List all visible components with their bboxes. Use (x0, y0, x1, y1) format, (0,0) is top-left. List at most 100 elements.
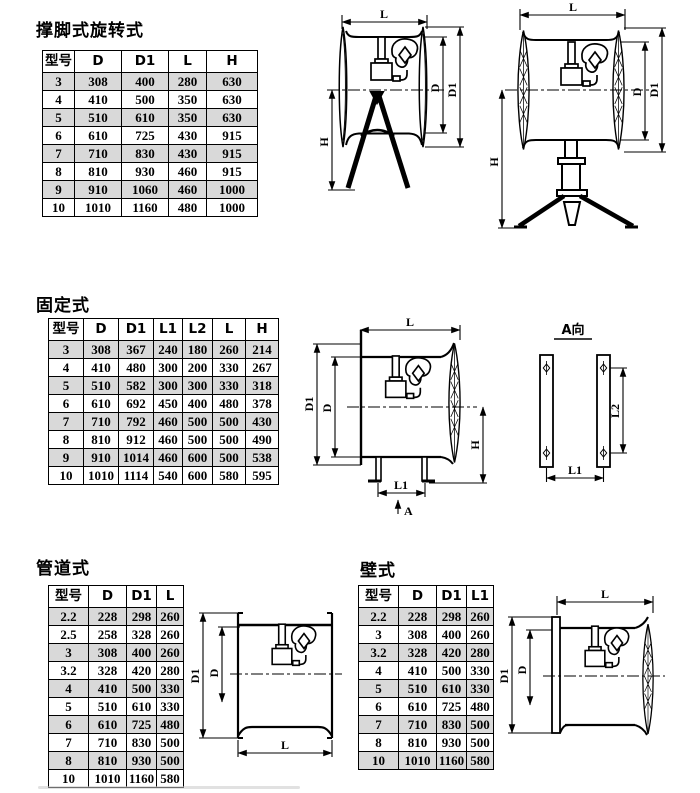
table-cell: 350 (168, 90, 207, 109)
table-cell: 500 (436, 661, 467, 680)
table-cell: 330 (466, 661, 494, 680)
table-cell: 400 (436, 625, 467, 644)
dimension-lines (498, 9, 666, 229)
table-cell: 500 (182, 430, 213, 449)
table-cell: 725 (126, 715, 157, 734)
table-cell: 330 (156, 679, 184, 698)
table-cell: 480 (118, 358, 154, 377)
table-cell: 480 (156, 715, 184, 734)
table-cell: 328 (126, 625, 157, 644)
table-cell: 1000 (206, 198, 258, 217)
dim-label-L1: L1 (568, 463, 582, 477)
table-cell: 308 (398, 625, 437, 644)
dimension-lines (313, 325, 487, 514)
dim-label-H: H (487, 157, 501, 167)
table-cell: 2.2 (48, 607, 89, 626)
table-cell: 5 (48, 376, 84, 395)
column-header: D (74, 50, 122, 73)
table-cell: 915 (206, 126, 258, 145)
table-cell: 500 (466, 715, 494, 734)
mounting-bars (539, 354, 611, 468)
table-cell: 480 (212, 394, 246, 413)
column-header: 型号 (42, 50, 75, 73)
table-cell: 8 (48, 430, 84, 449)
table-cell: 258 (88, 625, 127, 644)
table-cell: 1010 (398, 751, 437, 770)
section-title-tripod: 撑脚式旋转式 (36, 21, 144, 41)
table-cell: 410 (83, 358, 119, 377)
dim-label-D: D (320, 403, 334, 412)
table-cell: 500 (126, 679, 157, 698)
table-cell: 260 (212, 340, 246, 359)
duct-fan-drawing: D1 D L (188, 612, 342, 757)
table-cell: 500 (212, 430, 246, 449)
table-cell: 610 (398, 697, 437, 716)
table-cell: 810 (88, 751, 127, 770)
table-cell: 710 (398, 715, 437, 734)
table-cell: 214 (245, 340, 279, 359)
table-cell: 420 (436, 643, 467, 662)
table-cell: 480 (168, 198, 207, 217)
table-cell: 710 (83, 412, 119, 431)
dim-label-L: L (406, 315, 414, 329)
table-cell: 580 (212, 466, 246, 485)
fan-body (543, 616, 665, 736)
table-cell: 410 (74, 90, 122, 109)
table-cell: 308 (83, 340, 119, 359)
column-header: 型号 (48, 585, 89, 608)
table-cell: 1000 (206, 180, 258, 199)
column-header: D (88, 585, 127, 608)
table-cell: 930 (121, 162, 169, 181)
table-cell: 4 (48, 679, 89, 698)
column-header: D1 (126, 585, 157, 608)
table-cell: 630 (206, 90, 258, 109)
table-cell: 6 (48, 394, 84, 413)
column-header: D (398, 585, 437, 608)
dim-label-D: D (630, 87, 644, 96)
table-cell: 4 (358, 661, 399, 680)
table-cell: 330 (212, 376, 246, 395)
table-cell: 500 (182, 412, 213, 431)
table-cell: 350 (168, 108, 207, 127)
dimension-lines (508, 596, 654, 734)
table-cell: 460 (153, 430, 183, 449)
table-cell: 7 (358, 715, 399, 734)
table-cell: 510 (88, 697, 127, 716)
table-cell: 930 (436, 733, 467, 752)
table-cell: 8 (358, 733, 399, 752)
table-cell: 510 (398, 679, 437, 698)
table-cell: 500 (212, 412, 246, 431)
table-cell: 260 (156, 607, 184, 626)
column-header: L (168, 50, 207, 73)
table-cell: 610 (88, 715, 127, 734)
table-cell: 930 (126, 751, 157, 770)
table-cell: 400 (121, 72, 169, 91)
table-cell: 308 (74, 72, 122, 91)
dimension-lines (199, 612, 333, 757)
section-title-wall: 壁式 (360, 561, 396, 581)
table-cell: 580 (466, 751, 494, 770)
dim-label-D1: D1 (302, 397, 316, 412)
table-cell: 490 (245, 430, 279, 449)
table-cell: 500 (121, 90, 169, 109)
table-cell: 915 (206, 162, 258, 181)
table-cell: 3 (42, 72, 75, 91)
